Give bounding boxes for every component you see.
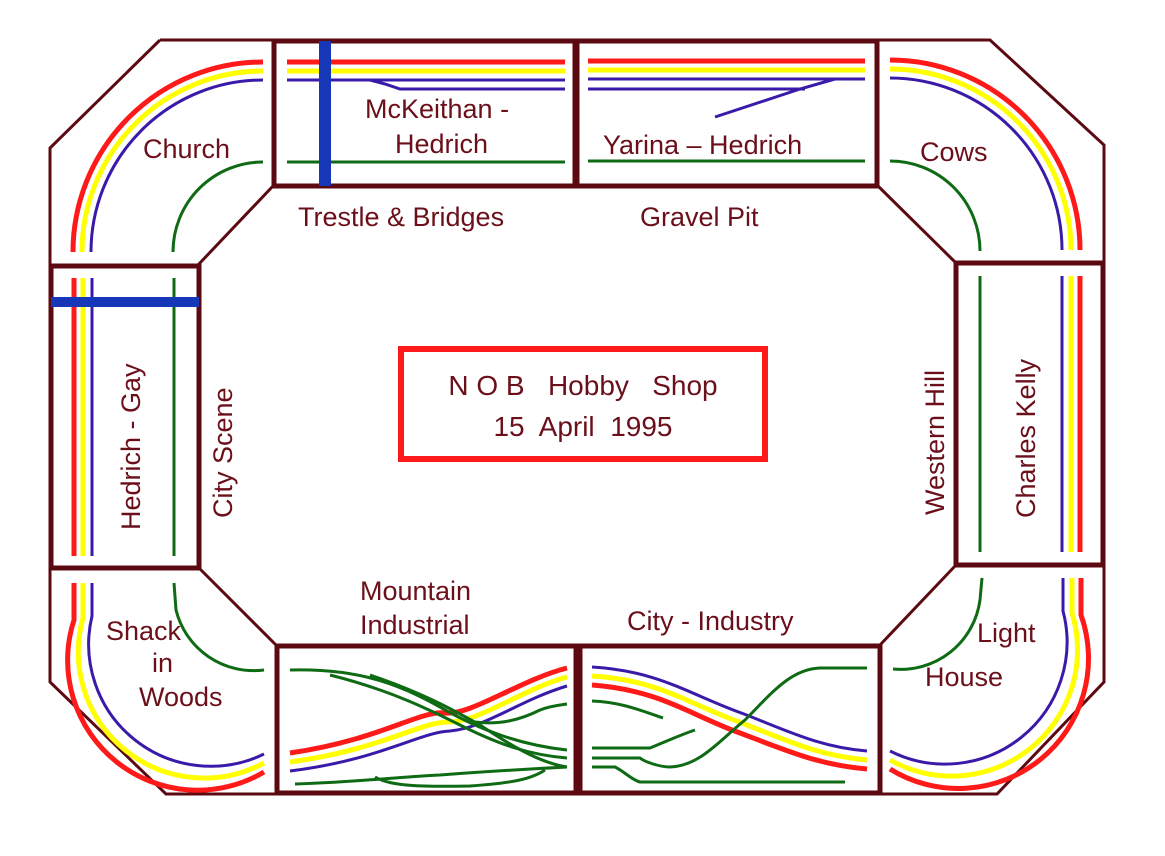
module-charles-kelly: Charles Kelly Western Hill — [920, 260, 1106, 568]
title-box: N O B Hobby Shop 15 April 1995 — [398, 346, 768, 462]
module-church: Church — [70, 59, 275, 267]
module-cows: Cows — [876, 57, 1083, 264]
light-label-line1: Light — [977, 618, 1036, 648]
bridge-crossing — [51, 297, 199, 307]
hedrich-gay-label: Hedrich - Gay — [116, 363, 146, 530]
city-industry-label: City - Industry — [627, 606, 794, 636]
module-yarina-hedrich: Yarina – Hedrich Gravel Pit — [574, 38, 880, 232]
yarina-label: Yarina – Hedrich — [603, 130, 802, 160]
mckeithan-label-line2: Hedrich — [395, 129, 488, 159]
title-line-2: 15 April 1995 — [493, 411, 672, 442]
church-label: Church — [143, 134, 230, 164]
module-mountain-industrial: Mountain Industrial — [274, 576, 579, 796]
charles-kelly-label: Charles Kelly — [1011, 358, 1041, 518]
shack-label-line3: Woods — [139, 682, 223, 712]
trestle-bridge — [319, 41, 331, 186]
cows-label: Cows — [920, 137, 988, 167]
title-line-1: N O B Hobby Shop — [448, 370, 717, 401]
module-city-industry: City - Industry — [577, 606, 883, 796]
city-scene-label: City Scene — [208, 387, 238, 518]
shack-label-line1: Shack — [106, 616, 182, 646]
module-hedrich-gay: Hedrich - Gay City Scene — [48, 263, 238, 571]
shack-label-line2: in — [152, 648, 173, 678]
module-shack-in-woods: Shack in Woods — [65, 566, 278, 793]
mckeithan-label-line1: McKeithan - — [365, 94, 509, 124]
mountain-label-line1: Mountain — [360, 576, 471, 606]
module-mckeithan-hedrich: McKeithan - Hedrich Trestle & Bridges — [271, 38, 578, 232]
light-label-line2: House — [925, 662, 1003, 692]
gravel-pit-scene-label: Gravel Pit — [640, 202, 759, 232]
module-light-house: Light House — [878, 563, 1091, 791]
western-hill-label: Western Hill — [920, 370, 950, 515]
trestle-bridges-scene-label: Trestle & Bridges — [298, 202, 504, 232]
mountain-label-line2: Industrial — [360, 610, 470, 640]
